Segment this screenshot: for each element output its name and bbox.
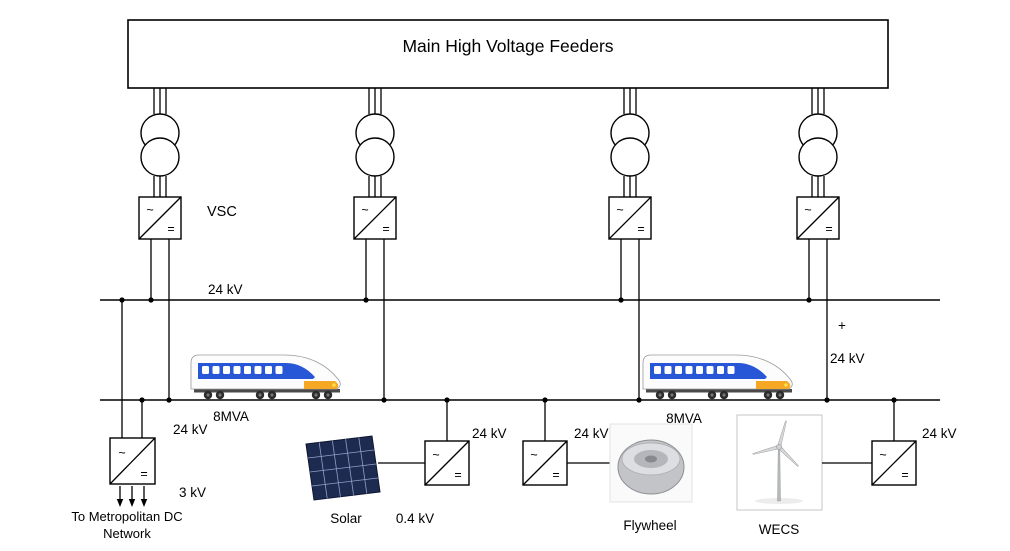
supply-column-3: ~ = xyxy=(608,88,652,403)
three-phase-lines xyxy=(153,88,167,114)
junction-dot xyxy=(824,397,830,403)
junction-dot xyxy=(148,297,154,303)
train-1: 8MVA xyxy=(190,354,341,424)
metro-caption-line1: To Metropolitan DC xyxy=(71,509,182,524)
dc-symbol: = xyxy=(454,468,461,482)
train-icon xyxy=(642,354,793,400)
flywheel-branch: ~ = Flywheel 24 kV xyxy=(522,397,693,533)
dc-dc-converter-icon: ~ = xyxy=(109,437,156,485)
output-feeder-lines xyxy=(119,486,145,500)
solar-label: Solar xyxy=(330,511,362,526)
ac-dc-converter-icon: ~ = xyxy=(138,196,182,240)
flywheel-bus-voltage-label: 24 kV xyxy=(574,426,609,441)
dc-output-lines xyxy=(365,239,385,400)
junction-dot xyxy=(636,397,642,403)
flywheel-label: Flywheel xyxy=(623,518,676,533)
dc-output-lines xyxy=(150,239,170,400)
junction-dot xyxy=(363,297,369,303)
ac-dc-converter-icon: ~ = xyxy=(796,196,840,240)
supply-column-4: ~ = xyxy=(796,88,840,403)
transformer-icon xyxy=(355,113,395,177)
solar-voltage-label: 0.4 kV xyxy=(396,511,434,526)
ac-dc-converter-icon: ~ = xyxy=(871,440,917,486)
junction-dot xyxy=(891,397,897,403)
dc-link-voltage-label: 24 kV xyxy=(830,351,865,366)
dc-dc-converter-icon: ~ = xyxy=(522,440,568,486)
three-phase-lines xyxy=(153,176,167,197)
dc-symbol: = xyxy=(901,468,908,482)
train-2: 8MVA xyxy=(642,354,793,426)
junction-dot xyxy=(166,397,172,403)
train2-rating-label: 8MVA xyxy=(666,411,702,426)
down-arrow-icons xyxy=(116,499,148,507)
solar-branch: ~ = Solar 0.4 kV 24 kV xyxy=(305,397,507,526)
ac-symbol: ~ xyxy=(879,448,886,462)
solar-panel-icon xyxy=(305,435,381,501)
dc-symbol: = xyxy=(167,222,174,236)
feeder-title: Main High Voltage Feeders xyxy=(402,36,613,56)
dc-symbol: = xyxy=(825,222,832,236)
dc-dc-converter-icon: ~ = xyxy=(424,440,470,486)
train-icon xyxy=(190,354,341,400)
metro-caption-line2: Network xyxy=(103,526,151,541)
dc-symbol: = xyxy=(637,222,644,236)
wind-turbine-icon xyxy=(736,414,823,511)
wecs-bus-voltage-label: 24 kV xyxy=(922,426,957,441)
wecs-label: WECS xyxy=(759,522,800,537)
metro-dc-branch: ~ = 24 kV 3 kV To Metropolitan DC Networ… xyxy=(71,297,208,541)
dc-polarity-label: + xyxy=(838,318,846,333)
junction-dot xyxy=(119,297,125,303)
junction-dot xyxy=(381,397,387,403)
supply-column-2: ~ = xyxy=(353,88,397,403)
three-phase-lines xyxy=(811,176,825,197)
junction-dot xyxy=(806,297,812,303)
feeder-box: Main High Voltage Feeders xyxy=(127,19,889,89)
junction-dot xyxy=(139,397,145,403)
metro-output-voltage-label: 3 kV xyxy=(179,485,206,500)
feeder-box-frame xyxy=(127,19,889,89)
ac-symbol: ~ xyxy=(146,203,153,217)
flywheel-icon xyxy=(609,423,693,503)
ac-symbol: ~ xyxy=(616,203,623,217)
vsc-label: VSC xyxy=(207,204,237,220)
three-phase-lines xyxy=(623,88,637,114)
three-phase-lines xyxy=(623,176,637,197)
supply-column-1: ~ = xyxy=(138,88,182,403)
junction-dot xyxy=(618,297,624,303)
ac-symbol: ~ xyxy=(530,448,537,462)
dc-symbol: = xyxy=(552,468,559,482)
three-phase-lines xyxy=(811,88,825,114)
solar-bus-voltage-label: 24 kV xyxy=(472,426,507,441)
junction-dot xyxy=(542,397,548,403)
ac-symbol: ~ xyxy=(804,203,811,217)
transformer-icon xyxy=(798,113,838,177)
ac-symbol: ~ xyxy=(361,203,368,217)
transformer-icon xyxy=(140,113,180,177)
ac-dc-converter-icon: ~ = xyxy=(608,196,652,240)
train1-rating-label: 8MVA xyxy=(213,409,249,424)
dc-symbol: = xyxy=(140,467,147,481)
ac-symbol: ~ xyxy=(432,448,439,462)
dc-output-lines xyxy=(808,239,828,400)
metro-input-voltage-label: 24 kV xyxy=(173,422,208,437)
metro-feed-lines xyxy=(121,300,143,438)
transformer-icon xyxy=(610,113,650,177)
dc-output-lines xyxy=(620,239,640,400)
bus1-voltage-label: 24 kV xyxy=(208,282,243,297)
wecs-branch: ~ = WECS 24 kV xyxy=(736,397,957,537)
junction-dot xyxy=(444,397,450,403)
three-phase-lines xyxy=(368,176,382,197)
ac-dc-converter-icon: ~ = xyxy=(353,196,397,240)
ac-symbol: ~ xyxy=(118,446,125,460)
dc-symbol: = xyxy=(382,222,389,236)
three-phase-lines xyxy=(368,88,382,114)
